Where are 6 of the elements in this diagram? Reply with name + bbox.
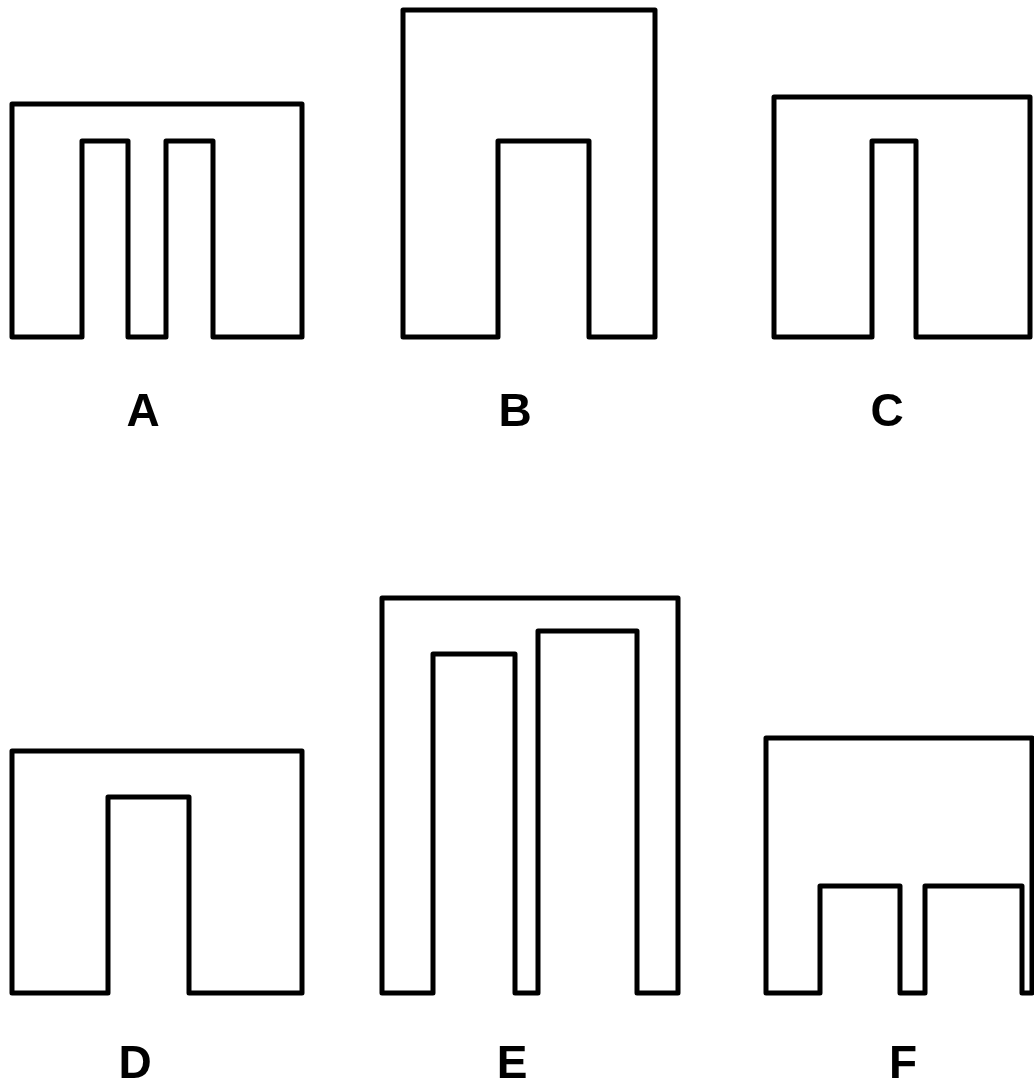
figure-letter: A	[126, 387, 160, 433]
figure-letter: B	[498, 387, 532, 433]
figure-letter: C	[870, 387, 904, 433]
figure-letter: F	[888, 1039, 918, 1085]
figure-letter: E	[496, 1039, 528, 1085]
figure-letter: D	[118, 1039, 152, 1085]
